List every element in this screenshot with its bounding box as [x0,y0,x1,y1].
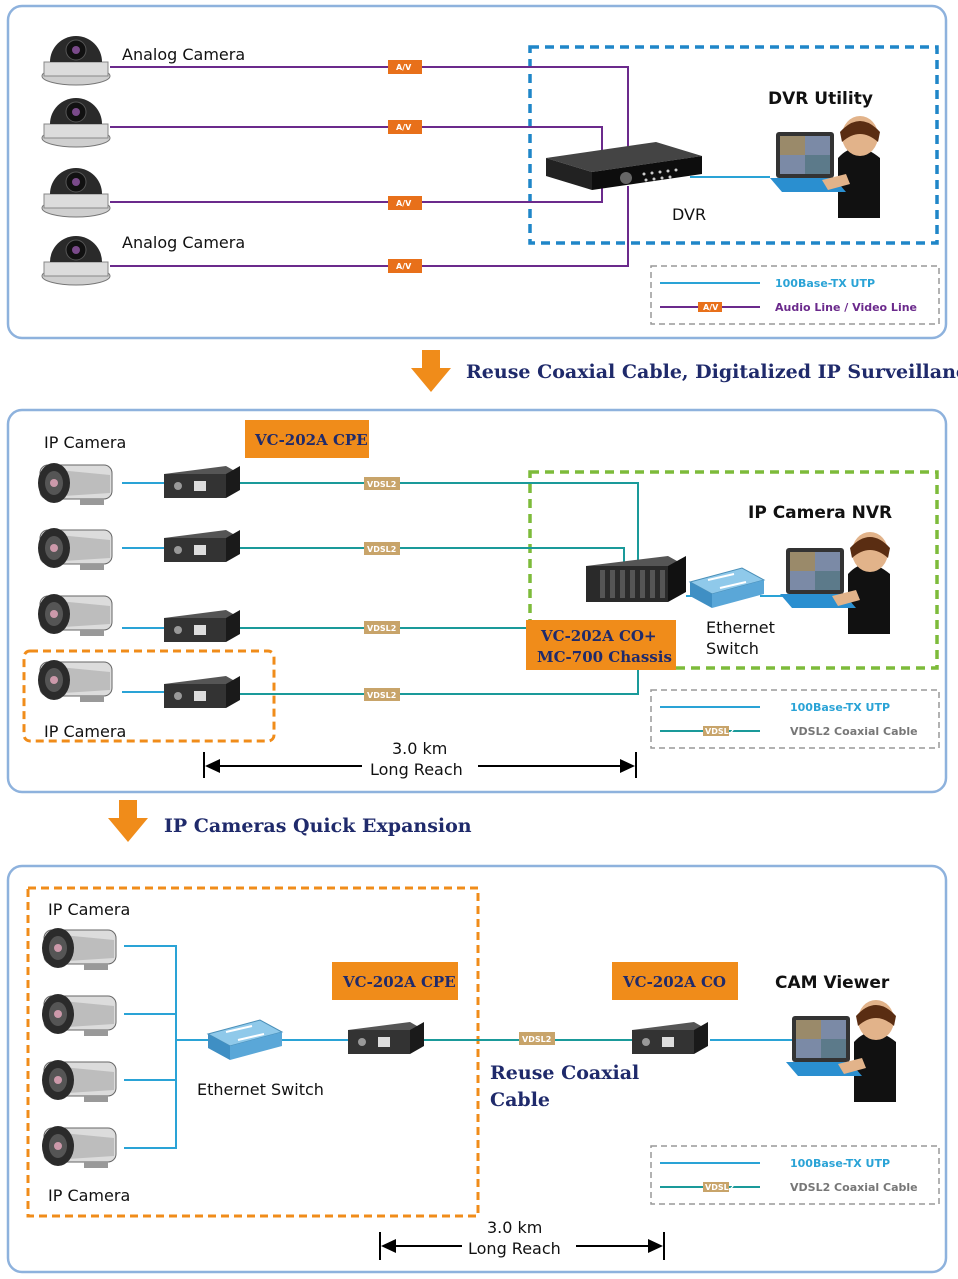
svg-text:A/V: A/V [396,262,412,271]
co-label-p3: VC-202A CO [622,973,726,991]
co-label-line1: VC-202A CO+ [540,627,657,645]
svg-text:VDSL2 Coaxial Cable: VDSL2 Coaxial Cable [790,1181,918,1194]
co-label-line2: MC-700 Chassis [537,648,672,666]
legend-panel3: 100Base-TX UTP VDSL2 VDSL2 Coaxial Cable [650,1145,940,1205]
switch-label-p3: Ethernet Switch [197,1080,324,1099]
nvr-title: IP Camera NVR [748,503,892,523]
co-label-box [526,620,676,670]
ip-camera-label-p3-top: IP Camera [48,900,130,919]
legend-panel1: 100Base-TX UTP A/V Audio Line / Video Li… [650,265,940,325]
ip-camera-1 [37,462,113,506]
cpe-label-p3: VC-202A CPE [342,973,456,991]
svg-text:VDSL2: VDSL2 [367,545,396,554]
cpe-label-box-p3 [332,962,458,1000]
reach-label-2: Long Reach [370,760,463,779]
svg-text:100Base-TX UTP: 100Base-TX UTP [790,1157,890,1170]
ip-camera-label-bottom: IP Camera [44,722,126,741]
expansion-zone [26,886,480,1218]
legend-panel2: 100Base-TX UTP VDSL2 VDSL2 Coaxial Cable [650,689,940,749]
svg-text:Audio Line / Video Line: Audio Line / Video Line [775,301,917,314]
step-arrow-1 [411,350,451,392]
distance-label-2: 3.0 km [392,739,447,758]
ip-camera-2 [37,527,113,571]
dvr-utility-title: DVR Utility [768,89,873,109]
ip-camera-p3-4 [41,1125,117,1169]
step-1-caption: Reuse Coaxial Cable, Digitalized IP Surv… [466,361,958,383]
distance-arrow-panel3 [379,1232,665,1260]
svg-text:VDSL2 Coaxial Cable: VDSL2 Coaxial Cable [790,725,918,738]
utp-lines-panel3 [124,945,792,1149]
cpe-label: VC-202A CPE [254,431,368,449]
svg-text:VDSL2: VDSL2 [367,480,396,489]
svg-text:VDSL2: VDSL2 [705,1183,734,1192]
reuse-label-line1: Reuse Coaxial [490,1062,639,1084]
ip-camera-label-top: IP Camera [44,433,126,452]
svg-text:A/V: A/V [396,123,412,132]
distance-arrow-panel2 [203,752,637,778]
co-label-box-p3 [612,962,738,1000]
av-lines [110,66,629,267]
step-arrow-2 [108,800,148,842]
analog-camera-label-top: Analog Camera [122,45,245,64]
svg-text:A/V: A/V [703,303,719,312]
dvr-label: DVR [672,205,706,224]
cpe-label-box [245,420,369,458]
ip-camera-label-p3-bottom: IP Camera [48,1186,130,1205]
panel-analog [6,4,948,340]
ip-camera-p3-3 [41,1059,117,1103]
svg-text:VDSL2: VDSL2 [367,624,396,633]
svg-text:A/V: A/V [396,63,412,72]
ip-camera-p3-2 [41,993,117,1037]
new-camera-zone [22,649,276,743]
nvr-zone [528,470,939,670]
vdsl-tags-panel2: VDSL2 VDSL2 VDSL2 VDSL2 [364,477,400,701]
ip-camera-p3-1 [41,927,117,971]
cam-viewer-title: CAM Viewer [775,973,890,993]
dvr-utility-zone [528,45,939,245]
step-2-caption: IP Cameras Quick Expansion [164,815,472,837]
reach-label-3: Long Reach [468,1239,561,1258]
switch-label-line2: Switch [706,639,759,658]
ip-camera-4 [37,659,113,703]
svg-text:A/V: A/V [396,199,412,208]
vdsl-tag-p3: VDSL2 [522,1035,551,1044]
switch-label-line1: Ethernet [706,618,775,637]
svg-text:VDSL2: VDSL2 [705,727,734,736]
reuse-label-line2: Cable [490,1089,550,1111]
analog-camera-label-bottom: Analog Camera [122,233,245,252]
svg-text:VDSL2: VDSL2 [367,691,396,700]
ip-camera-3 [37,593,113,637]
svg-text:100Base-TX UTP: 100Base-TX UTP [790,701,890,714]
distance-label-3: 3.0 km [487,1218,542,1237]
av-tags: A/V A/V A/V A/V [388,60,422,273]
svg-text:100Base-TX UTP: 100Base-TX UTP [775,277,875,290]
